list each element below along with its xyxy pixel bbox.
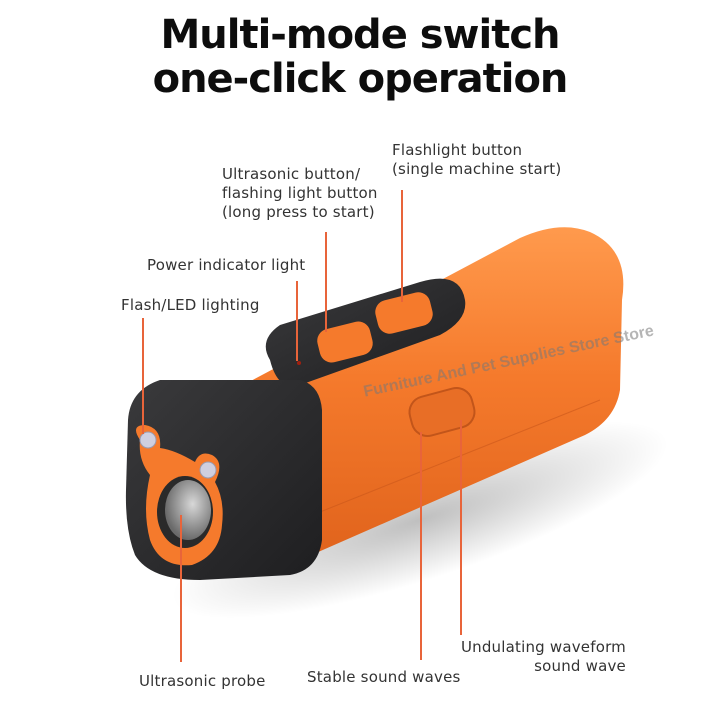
callout-flash-led: Flash/LED lighting: [121, 296, 260, 314]
callout-ultrasonic-probe: Ultrasonic probe: [139, 672, 266, 690]
leader-line-ultrasonic-button: [325, 232, 327, 332]
heading-line-1: Multi-mode switch: [160, 12, 560, 58]
callout-text: flashing light button: [222, 184, 378, 202]
leader-line-undulating-wave: [460, 420, 462, 635]
ultrasonic-button: [317, 321, 373, 363]
leader-line-stable-sound: [420, 432, 422, 660]
leader-line-flash-led: [142, 318, 144, 434]
ultrasonic-probe-mesh: [165, 480, 211, 540]
callout-power-indicator: Power indicator light: [147, 256, 306, 274]
callout-text: Undulating waveform: [460, 638, 626, 656]
led-left: [139, 431, 157, 449]
leader-line-flashlight: [401, 190, 403, 302]
led-right: [199, 461, 217, 479]
mode-slide-switch: [408, 386, 476, 438]
callout-text: sound wave: [534, 657, 626, 675]
callout-ultrasonic-button: Ultrasonic button/ flashing light button…: [222, 165, 378, 222]
heading-line-2: one-click operation: [152, 56, 569, 102]
callout-stable-sound: Stable sound waves: [307, 668, 461, 686]
callout-text: (single machine start): [392, 160, 562, 178]
callout-undulating-wave: Undulating waveform sound wave: [452, 638, 626, 676]
callout-text: Flashlight button: [392, 141, 523, 159]
leader-line-power-indicator: [296, 281, 298, 361]
callout-text: Ultrasonic button/: [222, 165, 361, 183]
flashlight-button: [375, 292, 433, 334]
leader-line-ultrasonic-probe: [180, 515, 182, 662]
power-indicator-dot: [297, 361, 301, 365]
callout-text: (long press to start): [222, 203, 375, 221]
callout-flashlight-button: Flashlight button (single machine start): [392, 141, 561, 179]
